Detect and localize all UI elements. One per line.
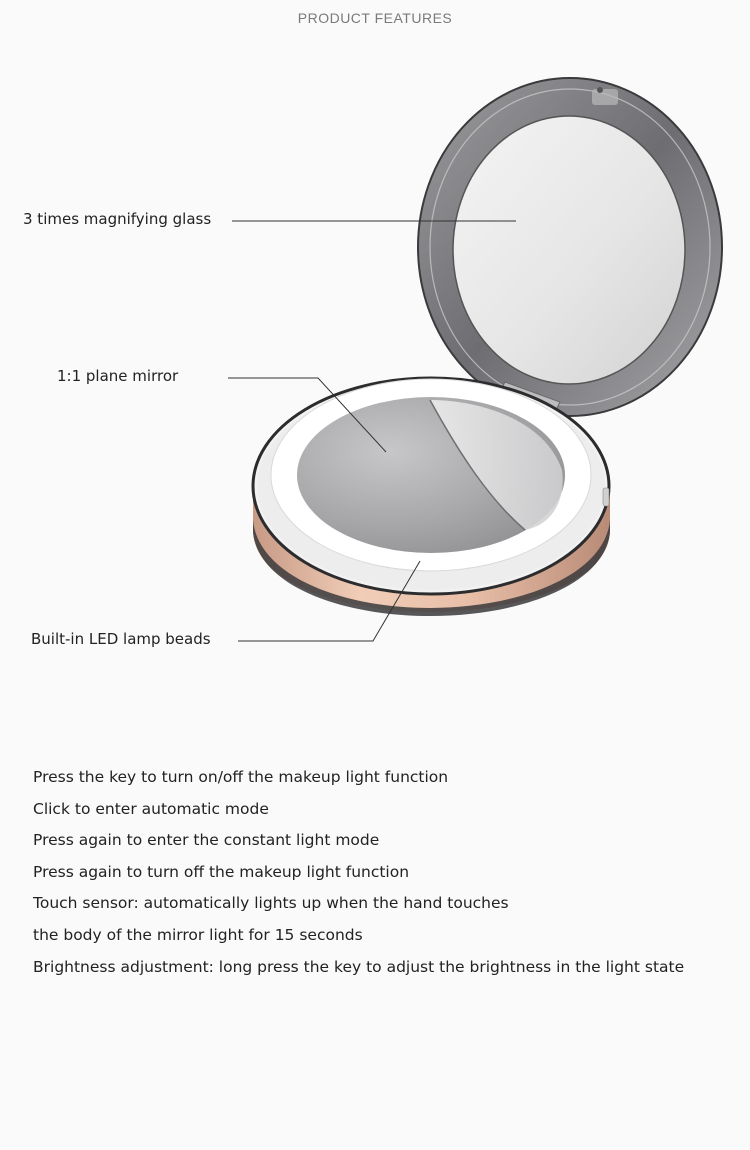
features-list: Press the key to turn on/off the makeup … [33, 762, 684, 983]
feature-item: Press again to enter the constant light … [33, 831, 380, 850]
base [251, 376, 611, 616]
callout-plane-mirror: 1:1 plane mirror [57, 367, 179, 385]
callout-line-led [238, 560, 421, 642]
feature-item: Click to enter automatic mode [33, 799, 269, 818]
feature-item: Touch sensor: automatically lights up wh… [33, 894, 509, 913]
feature-item: Brightness adjustment: long press the ke… [33, 957, 685, 976]
brand-logo [592, 89, 618, 105]
callout-magnifying-glass: 3 times magnifying glass [23, 210, 212, 228]
feature-item: the body of the mirror light for 15 seco… [33, 925, 363, 944]
callout-line-plane [228, 377, 387, 453]
product-image [228, 77, 723, 642]
callout-led-beads: Built-in LED lamp beads [31, 630, 211, 648]
feature-item: Press the key to turn on/off the makeup … [33, 768, 449, 786]
magnifying-mirror [452, 115, 686, 385]
lid [417, 77, 723, 417]
power-button [602, 487, 610, 507]
page-title: PRODUCT FEATURES [297, 10, 453, 26]
feature-item: Press again to turn off the makeup light… [33, 862, 410, 881]
